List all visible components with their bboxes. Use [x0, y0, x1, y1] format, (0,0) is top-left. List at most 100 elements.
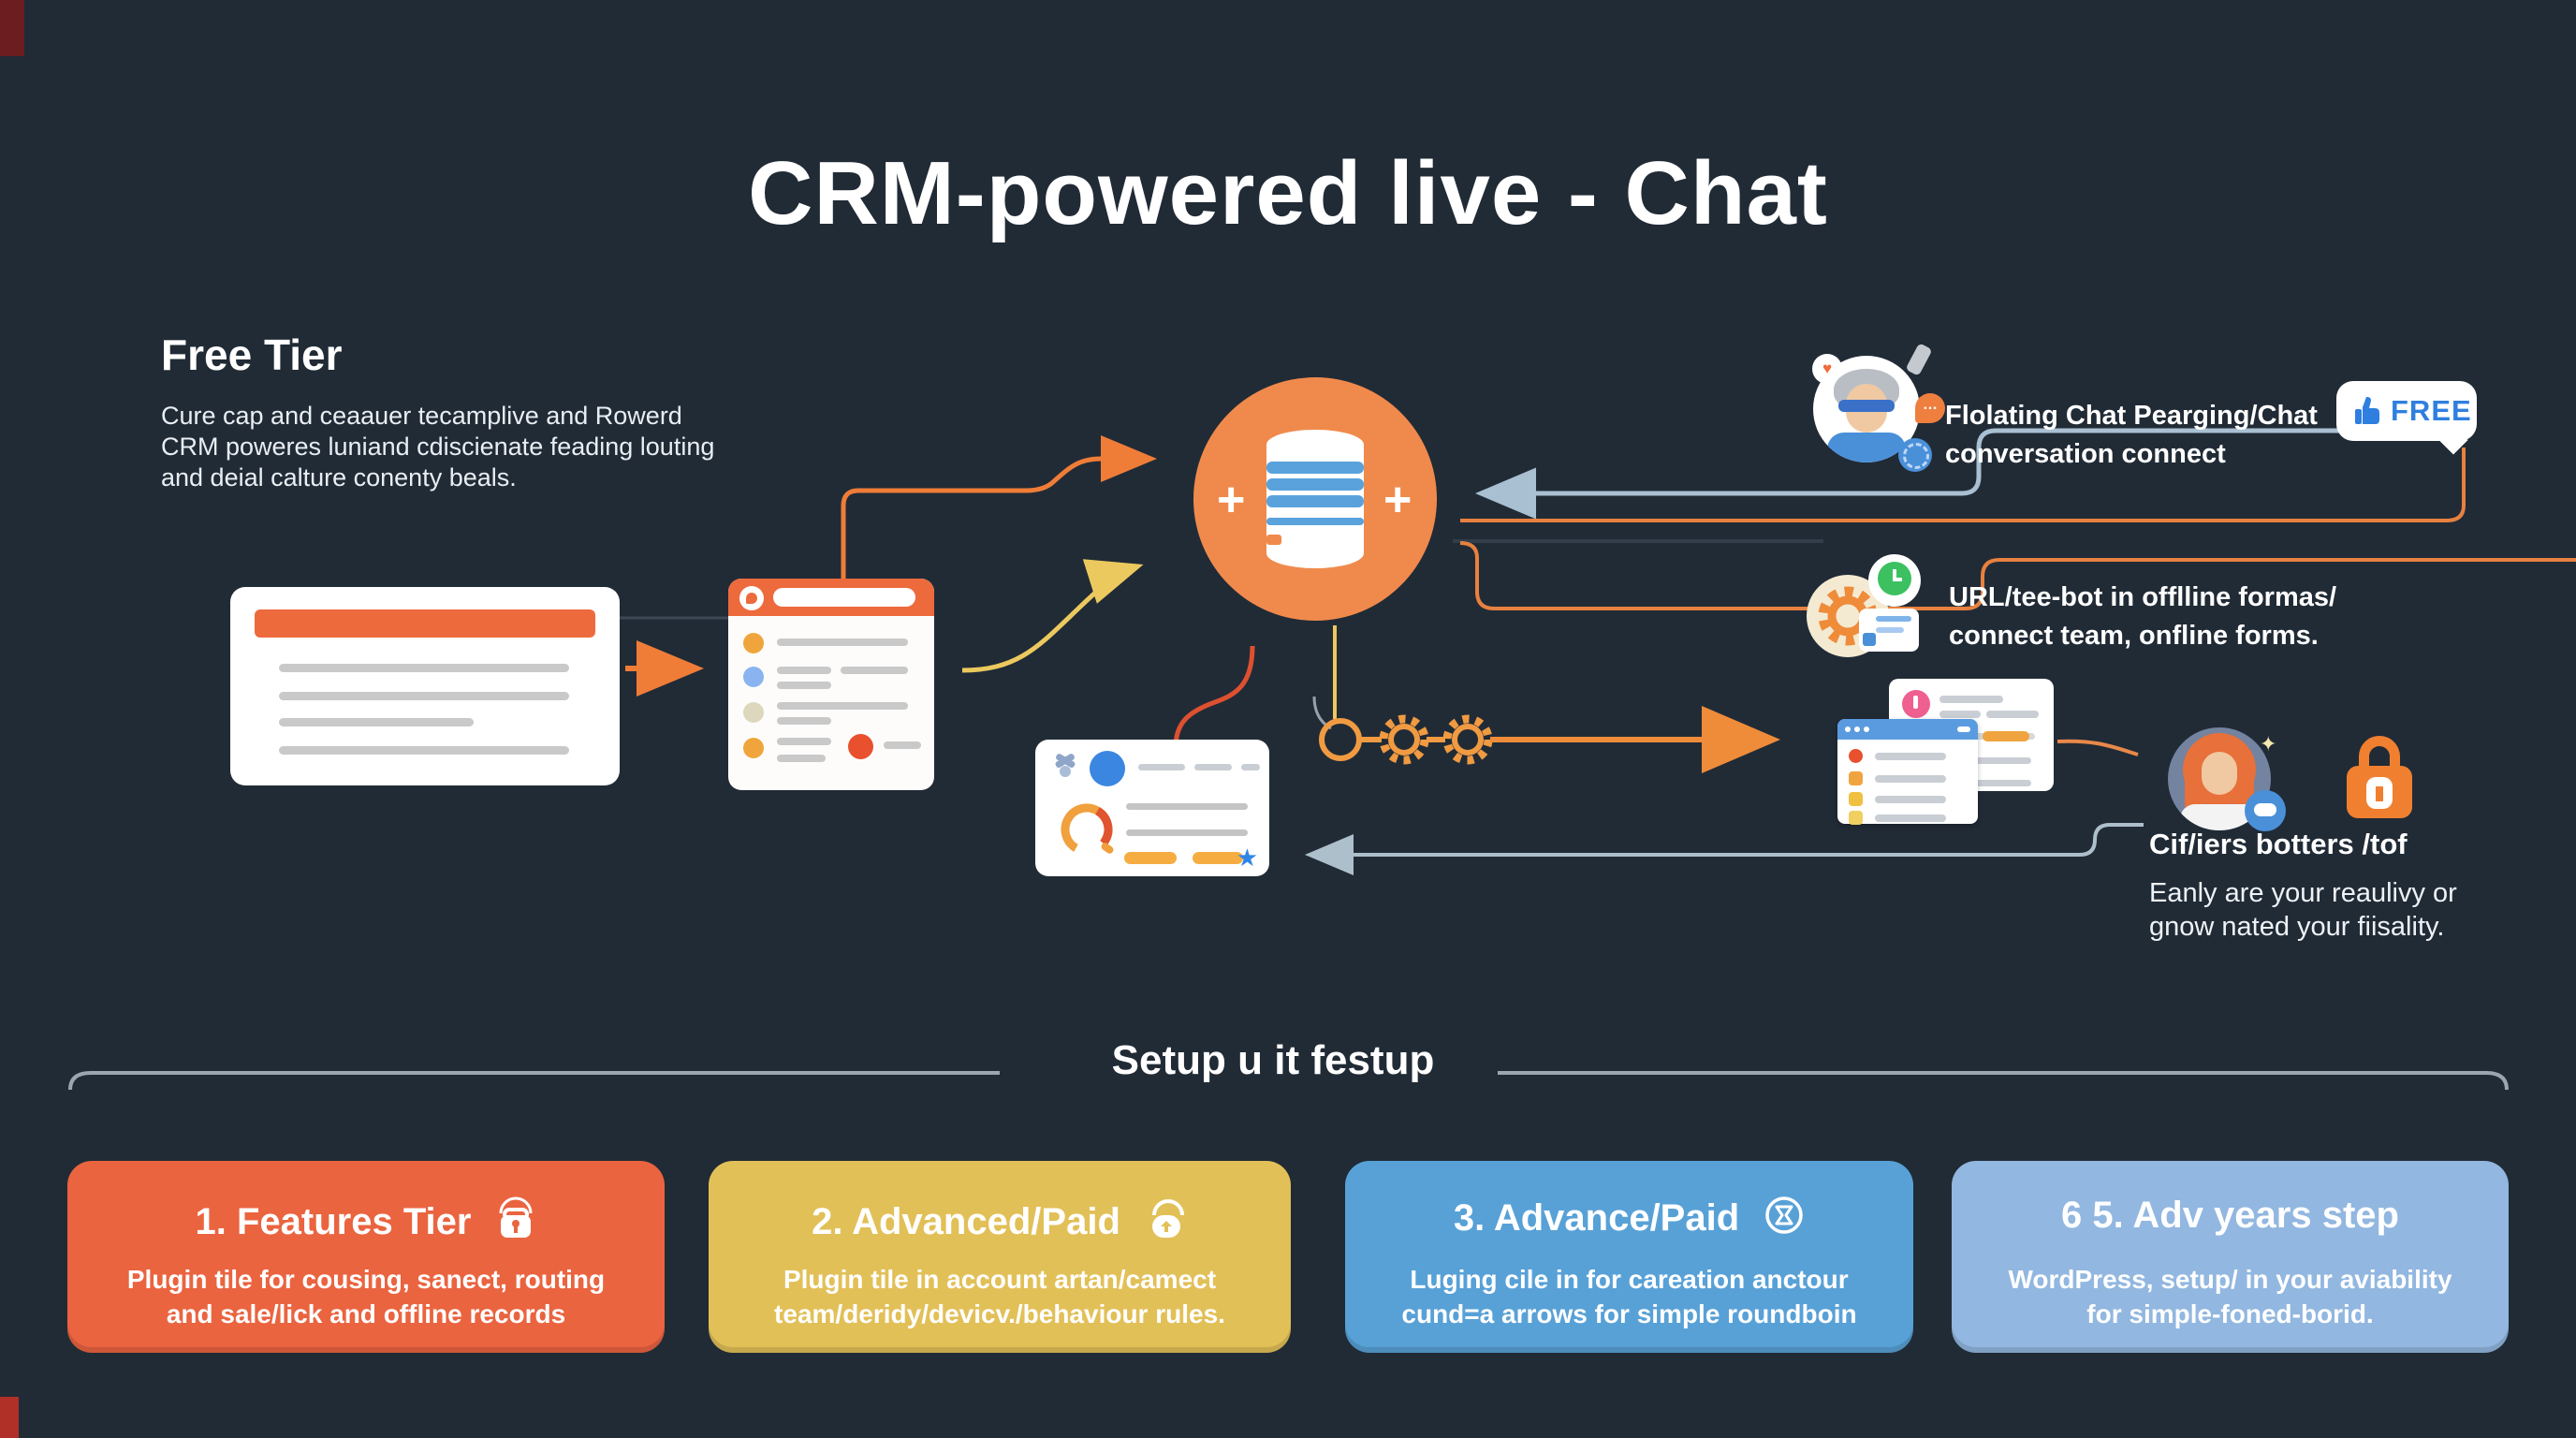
tag-pill — [1193, 852, 1243, 864]
list-bullet-beige — [743, 702, 764, 723]
corner-accent-top-left — [0, 0, 24, 56]
thumbs-up-icon — [2355, 397, 2379, 424]
corner-accent-bottom-left — [0, 1397, 19, 1438]
tier-card-body: WordPress, setup/ in your aviability for… — [1952, 1262, 2509, 1331]
placeholder-line — [777, 638, 908, 646]
tier-card-title-text: 3. Advance/Paid — [1453, 1197, 1740, 1239]
placeholder-line — [279, 718, 474, 726]
list-card — [728, 579, 934, 790]
chat-card-icon — [1859, 609, 1919, 652]
tier-card-adv-years: 6 5. Adv years step WordPress, setup/ in… — [1952, 1161, 2509, 1353]
tier-card-body-line2: and sale/lick and offline records — [166, 1299, 566, 1328]
placeholder-line — [279, 664, 569, 672]
placeholder-line — [1126, 829, 1248, 836]
avatar-glasses — [1838, 400, 1895, 412]
tier-card-body-line1: Plugin tile in account artan/camect — [783, 1265, 1217, 1294]
placeholder-line — [1194, 764, 1232, 770]
tier-card-body-line1: Plugin tile for cousing, sanect, routing — [126, 1265, 606, 1294]
status-square-orange — [1849, 771, 1863, 785]
free-tier-line-1: Cure cap and ceaauer tecamplive and Rowe… — [161, 402, 682, 430]
window-dot — [1845, 726, 1851, 732]
database-icon — [1266, 430, 1364, 568]
chat-cloud-icon — [2245, 790, 2286, 831]
lock-open-icon — [1151, 1199, 1184, 1238]
tier-card-title-text: 6 5. Adv years step — [2061, 1195, 2399, 1236]
crm-database-hub — [1193, 377, 1437, 621]
window-control — [1957, 726, 1970, 732]
heart-bubble-icon: ♥ — [1812, 354, 1842, 384]
tier-card-body: Plugin tile in account artan/camect team… — [709, 1262, 1291, 1331]
document-card — [230, 587, 620, 785]
app-logo-icon — [739, 586, 764, 610]
tier-card-title: 1. Features Tier — [67, 1195, 665, 1243]
alert-glyph — [1913, 696, 1918, 709]
tier-card-body-line1: WordPress, setup/ in your aviability — [2008, 1265, 2452, 1294]
placeholder-line — [1951, 780, 2031, 786]
tier-card-advanced: 2. Advanced/Paid Plugin tile in account … — [709, 1161, 1291, 1353]
list-bullet-blue — [743, 667, 764, 687]
donut-chart-icon — [1061, 803, 1114, 856]
placeholder-line — [777, 755, 826, 762]
tag-pill — [1124, 852, 1177, 864]
tier-card-body: Luging cile in for careation anctour cun… — [1345, 1262, 1913, 1331]
free-badge: FREE — [2336, 381, 2477, 455]
placeholder-line — [1875, 814, 1946, 822]
star-icon: ★ — [1236, 844, 1258, 872]
placeholder-line — [884, 741, 921, 749]
placeholder-line — [1138, 764, 1185, 770]
status-square-light — [1849, 811, 1863, 825]
annotation-url-bot-line1: URL/tee-bot in offlline formas/ — [1949, 582, 2337, 612]
placeholder-line — [1126, 803, 1248, 810]
plus-sign-left: + — [1217, 473, 1246, 527]
annotation-floating-chat-line2: conversation connect — [1945, 439, 2226, 469]
status-dot-red — [1849, 749, 1863, 763]
list-bullet-orange — [743, 738, 764, 758]
placeholder-line — [1939, 711, 1981, 718]
list-card-header — [728, 579, 934, 616]
free-tier-line-3: and deial calture conenty beals. — [161, 463, 517, 492]
annotation-floating-chat: Flolating Chat Pearging/Chat conversatio… — [1945, 397, 2318, 474]
placeholder-line — [1241, 764, 1260, 770]
tier-card-advance-paid: 3. Advance/Paid Luging cile in for carea… — [1345, 1161, 1913, 1353]
highlight-pill — [1983, 731, 2029, 741]
status-square-yellow — [1849, 792, 1863, 806]
lock-keyhole-arrow — [2376, 786, 2383, 801]
tier-card-title: 3. Advance/Paid — [1345, 1195, 1913, 1240]
annotation-cifiers-heading: Cif/iers botters /tof — [2149, 828, 2408, 860]
tier-card-body-line2: for simple-foned-borid. — [2086, 1299, 2374, 1328]
tier-card-title-text: 1. Features Tier — [195, 1201, 472, 1242]
avatar — [1090, 751, 1125, 786]
sparkle-icon: ✦ — [2260, 732, 2277, 756]
window-dot — [1854, 726, 1860, 732]
clock-icon — [1878, 562, 1911, 595]
tier-card-body-line2: team/deridy/devicv./behaviour rules. — [774, 1299, 1225, 1328]
search-pill — [773, 588, 915, 607]
setup-section-heading: Setup u it festup — [1111, 1037, 1435, 1083]
annotation-url-bot: URL/tee-bot in offlline formas/ connect … — [1949, 579, 2336, 655]
placeholder-line — [279, 746, 569, 755]
placeholder-line — [1939, 696, 2003, 703]
ribbon-icon — [1055, 754, 1076, 777]
placeholder-line — [1951, 757, 2031, 764]
placeholder-line — [777, 667, 831, 674]
page-title: CRM-powered live - Chat — [748, 143, 1828, 243]
placeholder-line — [777, 682, 831, 689]
annotation-floating-chat-line1: Flolating Chat Pearging/Chat — [1945, 401, 2318, 431]
lock-icon — [499, 1196, 533, 1238]
placeholder-line — [777, 738, 831, 745]
plus-sign-right: + — [1383, 473, 1412, 527]
placeholder-line — [1875, 775, 1946, 783]
free-tier-description: Cure cap and ceaauer tecamplive and Rowe… — [161, 401, 714, 493]
free-tier-heading: Free Tier — [161, 330, 343, 379]
tier-card-title: 2. Advanced/Paid — [709, 1195, 1291, 1243]
placeholder-line — [279, 692, 569, 700]
avatar-face — [2202, 752, 2237, 795]
tier-card-body: Plugin tile for cousing, sanect, routing… — [67, 1262, 665, 1331]
lock-shackle — [2359, 736, 2400, 775]
document-card-header-bar — [255, 609, 595, 638]
free-badge-label: FREE — [2391, 394, 2472, 427]
tier-card-title: 6 5. Adv years step — [1952, 1195, 2509, 1237]
annotation-cifiers-body: Eanly are your reaulivy or gnow nated yo… — [2149, 876, 2457, 944]
tier-card-body-line1: Luging cile in for careation anctour — [1410, 1265, 1849, 1294]
